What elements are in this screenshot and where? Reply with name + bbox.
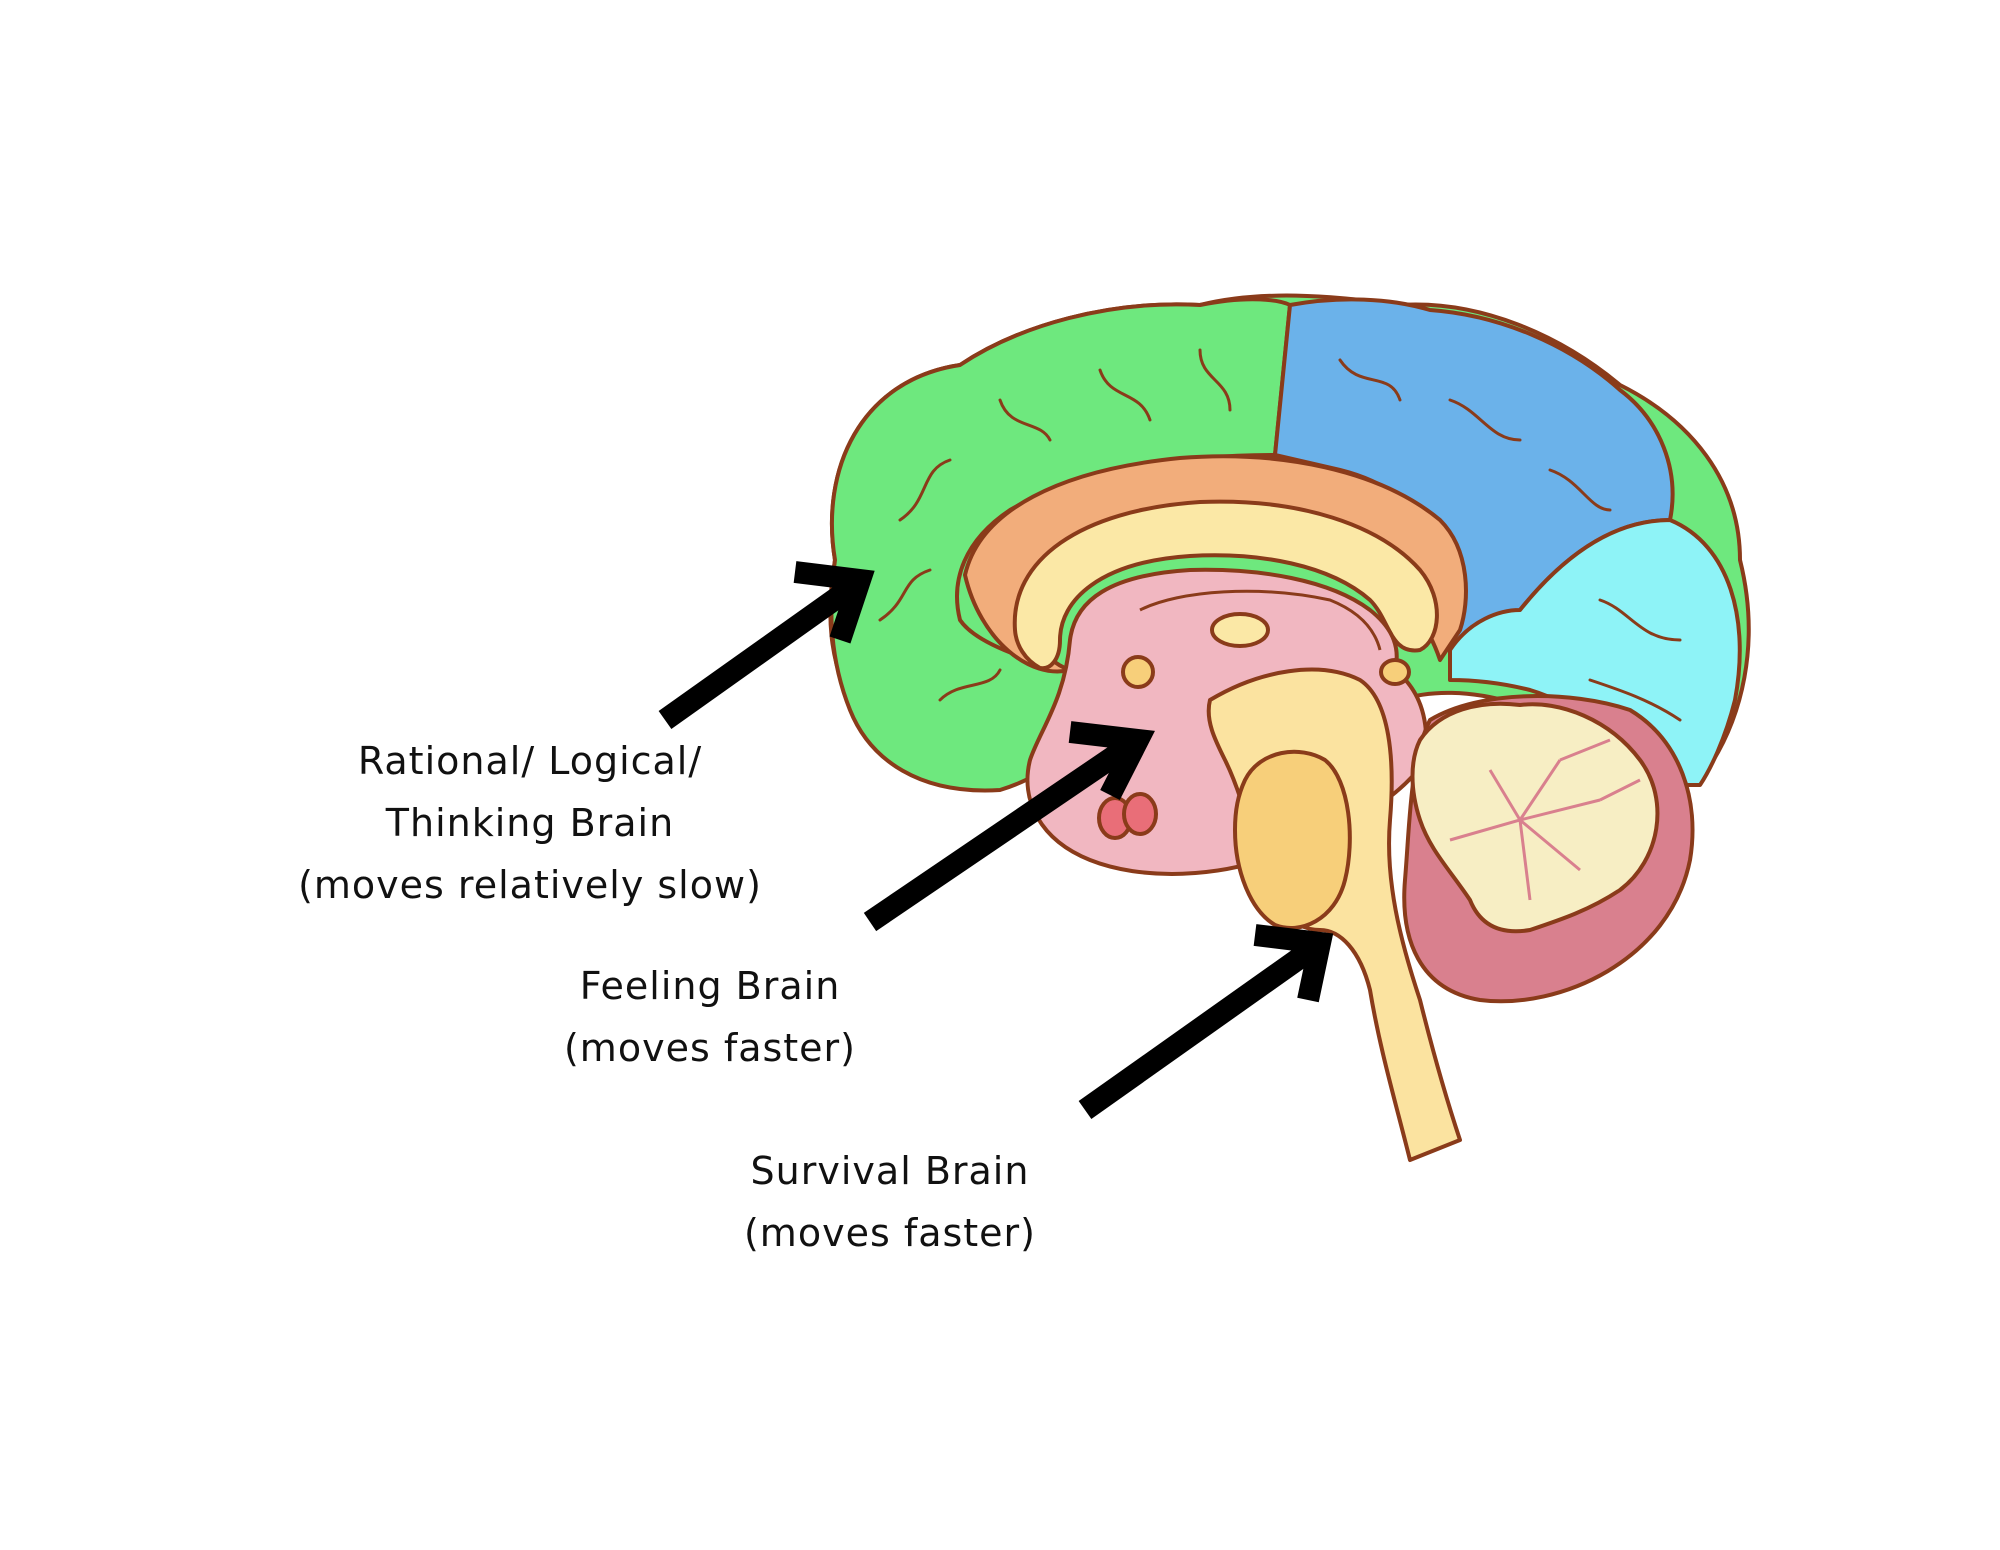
- frontal-lobe: [829, 297, 1292, 793]
- label-rational-brain: Rational/ Logical/ Thinking Brain (moves…: [280, 730, 780, 916]
- pons: [1233, 749, 1352, 930]
- label-rational-line1: Rational/ Logical/: [357, 739, 703, 783]
- arrow-feeling-shaft: [863, 732, 1142, 932]
- occipital-lobe: [1448, 518, 1742, 787]
- label-feeling-line1: Feeling Brain: [579, 964, 841, 1008]
- label-rational-line3: (moves relatively slow): [298, 863, 762, 907]
- pineal-gland: [1379, 658, 1411, 686]
- thalamus: [1210, 612, 1270, 648]
- arrow-rational: [658, 561, 875, 729]
- arrow-survival-head: [1253, 924, 1334, 1003]
- label-survival-line1: Survival Brain: [750, 1149, 1030, 1193]
- label-survival-line2: (moves faster): [743, 1211, 1037, 1255]
- arrow-feeling-head: [1068, 721, 1155, 800]
- arrow-survival: [1078, 924, 1334, 1119]
- label-feeling-line2: (moves faster): [563, 1026, 857, 1070]
- arrow-rational-head: [793, 561, 875, 644]
- arrow-survival-shaft: [1078, 936, 1325, 1119]
- hypothalamus: [1121, 655, 1155, 689]
- label-rational-line2: Thinking Brain: [385, 801, 675, 845]
- arbor-vitae-branches: [1449, 738, 1641, 901]
- label-survival-brain: Survival Brain (moves faster): [700, 1140, 1080, 1264]
- label-feeling-brain: Feeling Brain (moves faster): [520, 955, 900, 1079]
- gyri-lines: [878, 348, 1682, 722]
- fornix: [1139, 589, 1382, 651]
- amygdala-2: [1122, 792, 1158, 836]
- arrow-rational-shaft: [658, 576, 862, 729]
- arrow-feeling: [863, 721, 1155, 932]
